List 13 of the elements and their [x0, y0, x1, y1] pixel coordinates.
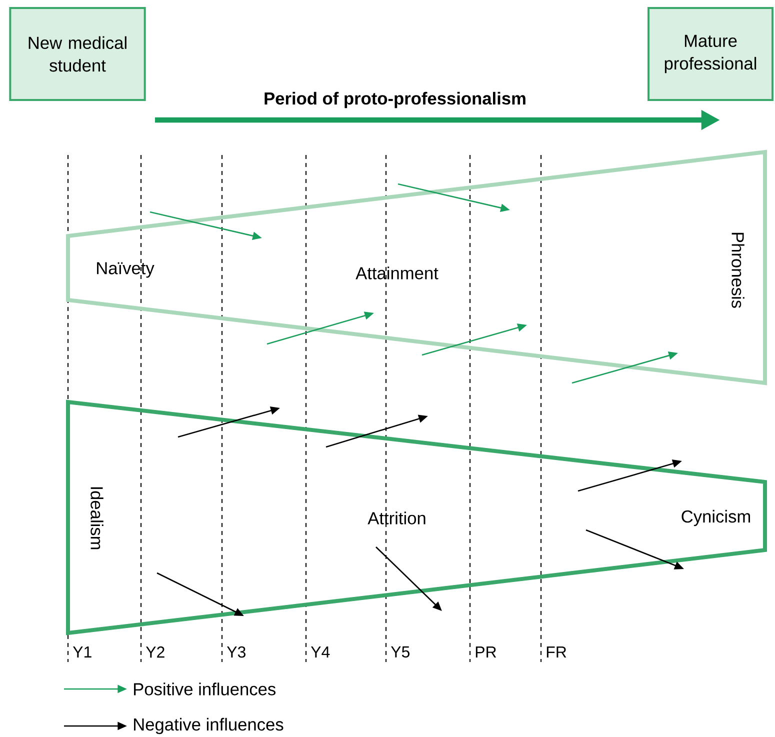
year-label: PR	[473, 645, 498, 659]
year-label: Y1	[71, 645, 94, 659]
legend-text: Negative influences	[134, 718, 284, 734]
year-label: Y2	[144, 645, 166, 659]
stage-box: Mature professional	[648, 7, 774, 101]
period-title: Period of proto-professionalism	[264, 92, 526, 108]
stage-box: New medical student	[9, 7, 146, 101]
year-label: Y4	[309, 645, 332, 659]
year-label: FR	[544, 645, 568, 659]
trapezoid-band: Naïvety Attainment Phronesis	[66, 150, 767, 386]
year-label: Y3	[225, 645, 248, 659]
year-label: Y5	[389, 645, 412, 659]
legend-text: Positive influences	[134, 682, 276, 696]
